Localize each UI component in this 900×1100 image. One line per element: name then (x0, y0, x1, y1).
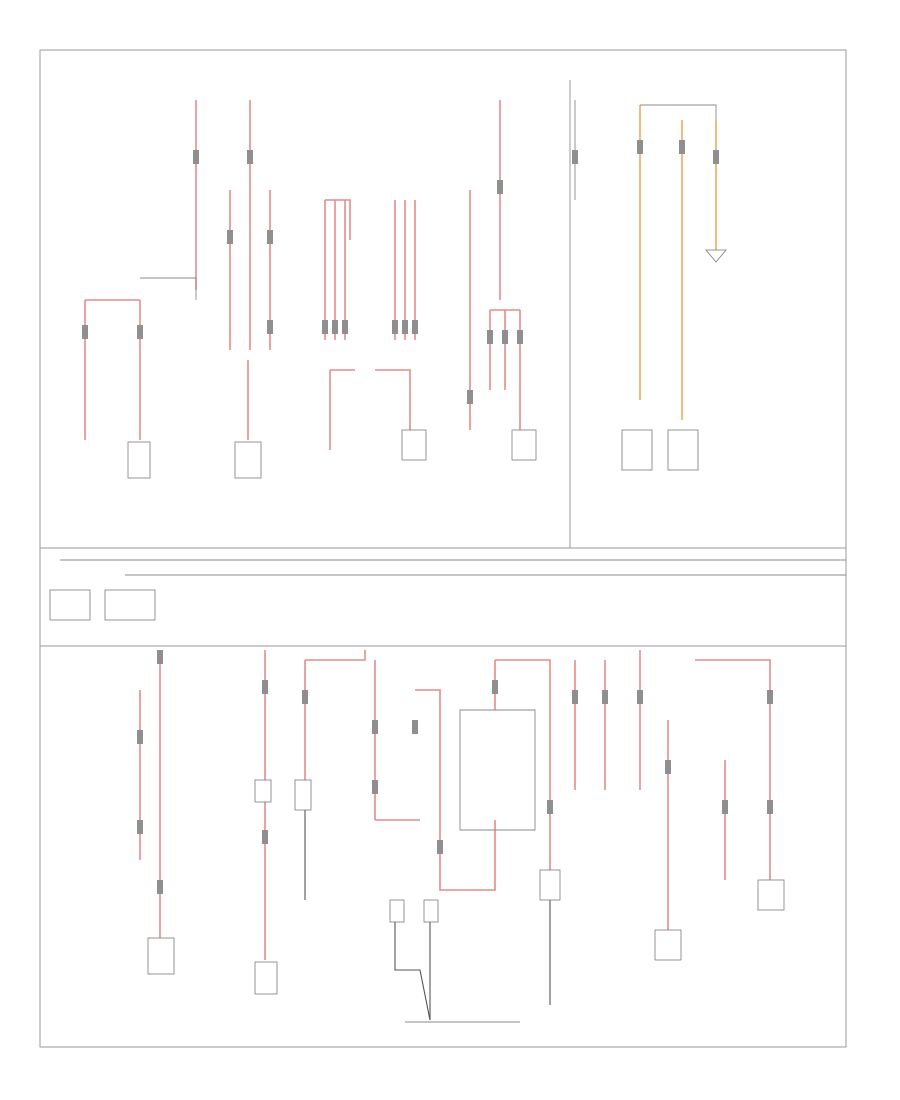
lower-components (49, 589, 785, 995)
upper-components (127, 249, 727, 479)
lower-wires (139, 650, 771, 1023)
upper-wires (84, 100, 717, 450)
upper-connectors (82, 140, 719, 404)
lower-connectors (137, 650, 773, 894)
